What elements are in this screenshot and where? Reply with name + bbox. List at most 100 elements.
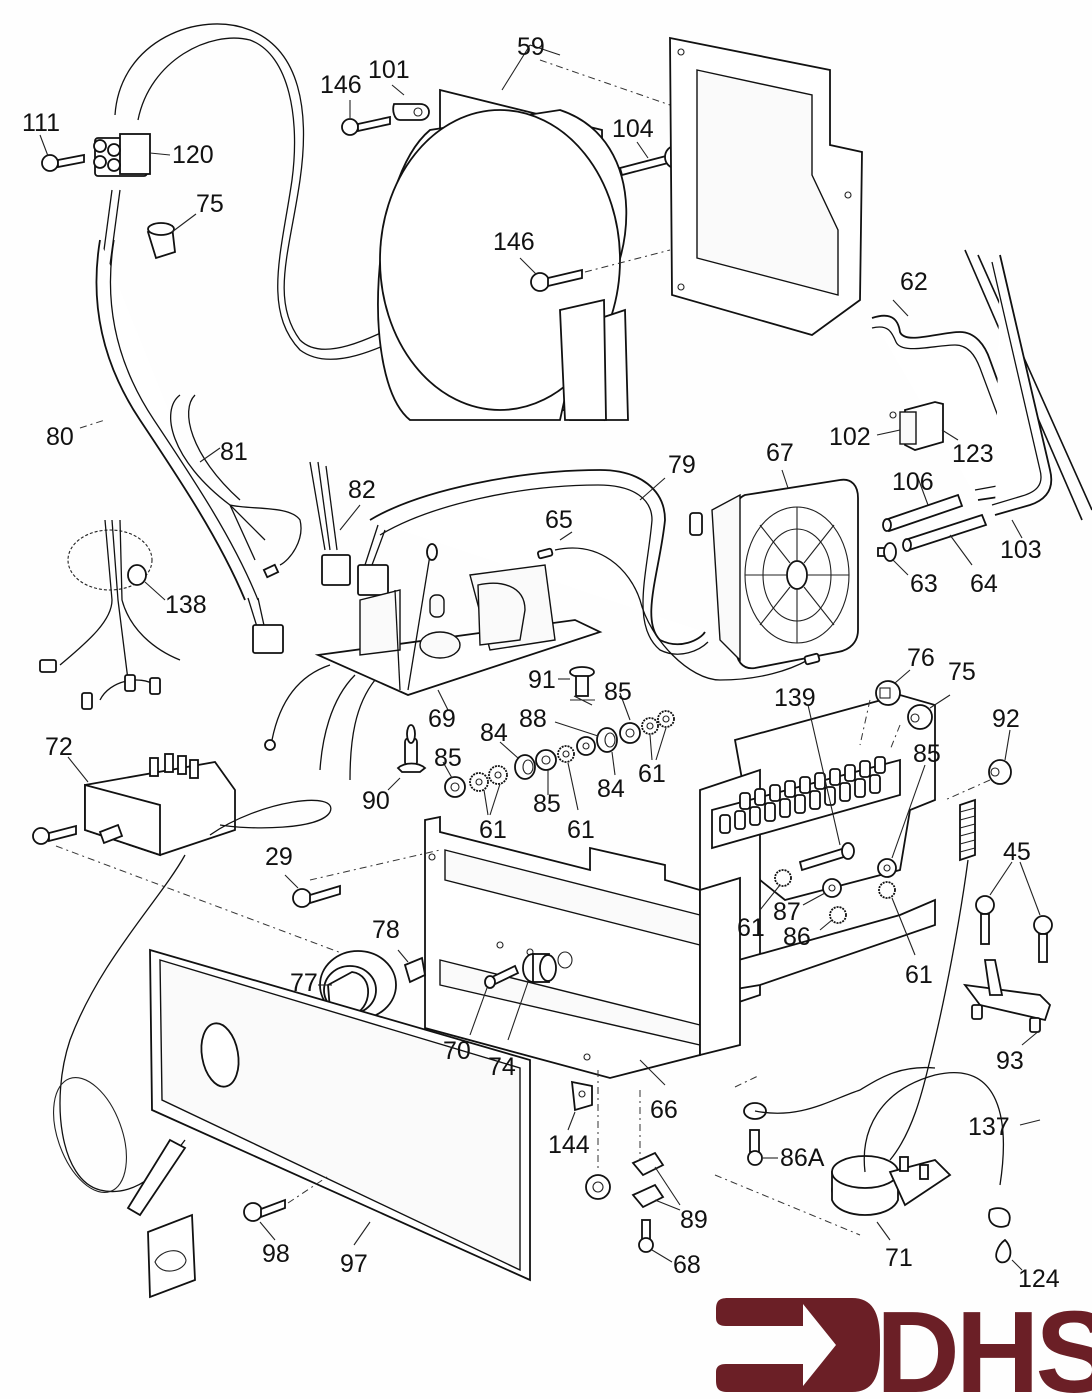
- callout-138: 138: [165, 591, 207, 619]
- spring-74-icon: [507, 953, 557, 1041]
- terminal-connector-120-icon: [93, 133, 171, 281]
- dhs-logo-arrow-icon: [716, 1298, 880, 1392]
- dhs-logo-text: DHS: [876, 1287, 1092, 1399]
- screw-98-icon: [243, 1174, 331, 1241]
- nut-144-icon: [585, 1070, 611, 1200]
- callout-101: 101: [368, 56, 410, 84]
- dhs-logo: DHS: [716, 1287, 1092, 1399]
- callout-86A: 86A: [780, 1144, 825, 1172]
- gasket-panel-icon: [669, 36, 863, 336]
- lamp-holder-90-icon: [387, 724, 427, 791]
- grommet-76-icon: [859, 669, 911, 746]
- callout-64: 64: [970, 570, 998, 598]
- callout-61-chassis-right: 61: [905, 961, 933, 989]
- cable-clip-101-icon: [391, 84, 430, 121]
- callout-75b: 75: [948, 658, 976, 686]
- callout-76: 76: [907, 644, 935, 672]
- bushing-75-icon: [146, 213, 197, 260]
- callout-84-right: 84: [597, 775, 625, 803]
- probe-icon: [53, 1077, 187, 1217]
- washer-61-right-icon: [759, 869, 916, 956]
- terminal-block-chassis-icon: [683, 694, 936, 1017]
- callout-65: 65: [545, 506, 573, 534]
- wire-connector-82-icon: [309, 461, 361, 586]
- tube-64-icon: [902, 513, 988, 566]
- callout-88: 88: [519, 705, 547, 733]
- callout-68: 68: [673, 1251, 701, 1279]
- callout-85-mid: 85: [533, 790, 561, 818]
- callout-85-right: 85: [913, 740, 941, 768]
- bracket-93-icon: [962, 959, 1052, 1046]
- callout-86: 86: [783, 923, 811, 951]
- callout-102: 102: [829, 423, 871, 451]
- washer-86-icon: [819, 906, 847, 931]
- callout-61-left: 61: [479, 816, 507, 844]
- earth-lead-137-icon: [988, 1119, 1041, 1228]
- callout-63: 63: [910, 570, 938, 598]
- connector-123-icon: [876, 401, 959, 451]
- callout-97: 97: [340, 1250, 368, 1278]
- callout-104: 104: [612, 115, 654, 143]
- callout-61-mid: 61: [567, 816, 595, 844]
- lead-65-icon: [537, 531, 821, 681]
- wiring-harness-81-icon: [169, 394, 302, 579]
- grommet-92-icon: [944, 729, 1012, 801]
- hose-103-icon: [991, 254, 1053, 539]
- callout-137: 137: [968, 1113, 1010, 1141]
- callout-78: 78: [372, 916, 400, 944]
- nut-87-icon: [802, 878, 842, 906]
- screw-45-icon: [975, 861, 1053, 963]
- callout-146b: 146: [493, 228, 535, 256]
- screw-72-icon: [32, 824, 361, 961]
- screw-146-top-icon: [341, 100, 391, 136]
- warning-label-icon: [147, 1213, 196, 1299]
- callout-71: 71: [885, 1244, 913, 1272]
- callout-67: 67: [766, 439, 794, 467]
- screw-111-icon: [39, 134, 85, 172]
- callout-77: 77: [290, 969, 318, 997]
- indicator-lamp-91-icon: [558, 666, 595, 706]
- clip-78-icon: [397, 949, 427, 984]
- callout-139: 139: [774, 684, 816, 712]
- callout-82: 82: [348, 476, 376, 504]
- callout-90: 90: [362, 787, 390, 815]
- callout-93: 93: [996, 1047, 1024, 1075]
- callout-111: 111: [22, 109, 60, 137]
- clip-89-icon: [631, 1090, 681, 1211]
- callout-61-chassis: 61: [737, 914, 765, 942]
- callout-79: 79: [668, 451, 696, 479]
- bushing-75-right-icon: [889, 694, 951, 751]
- callout-85-top: 85: [604, 678, 632, 706]
- callout-106: 106: [892, 468, 934, 496]
- callout-66: 66: [650, 1096, 678, 1124]
- callout-146: 146: [320, 71, 362, 99]
- callout-85-left: 85: [434, 744, 462, 772]
- nipple-63-icon: [877, 542, 909, 576]
- callout-80: 80: [46, 423, 74, 451]
- callout-70: 70: [443, 1037, 471, 1065]
- callout-61-top: 61: [638, 760, 666, 788]
- grommet-124-icon: [995, 1238, 1023, 1271]
- callout-72: 72: [45, 733, 73, 761]
- callout-84-left: 84: [480, 719, 508, 747]
- spring-icon: [889, 798, 976, 1161]
- callout-120: 120: [172, 141, 214, 169]
- ferrite-ring-138-icon: [39, 519, 181, 710]
- thermostat-72-icon: [59, 753, 332, 1193]
- nut-85-right-icon: [877, 764, 926, 878]
- callout-62: 62: [900, 268, 928, 296]
- screw-68-icon: [638, 1219, 673, 1263]
- fastener-cluster-icon: [442, 692, 675, 816]
- tube-106-icon: [882, 477, 964, 533]
- callout-69: 69: [428, 705, 456, 733]
- fan-assembly-67-icon: [689, 469, 859, 670]
- callout-87: 87: [773, 898, 801, 926]
- callout-92: 92: [992, 705, 1020, 733]
- callout-103: 103: [1000, 536, 1042, 564]
- callout-123: 123: [952, 440, 994, 468]
- blower-housing-59-icon: [377, 44, 671, 422]
- screw-139-icon: [798, 704, 855, 872]
- control-pcb-69-icon: [264, 543, 603, 781]
- callout-91: 91: [528, 666, 556, 694]
